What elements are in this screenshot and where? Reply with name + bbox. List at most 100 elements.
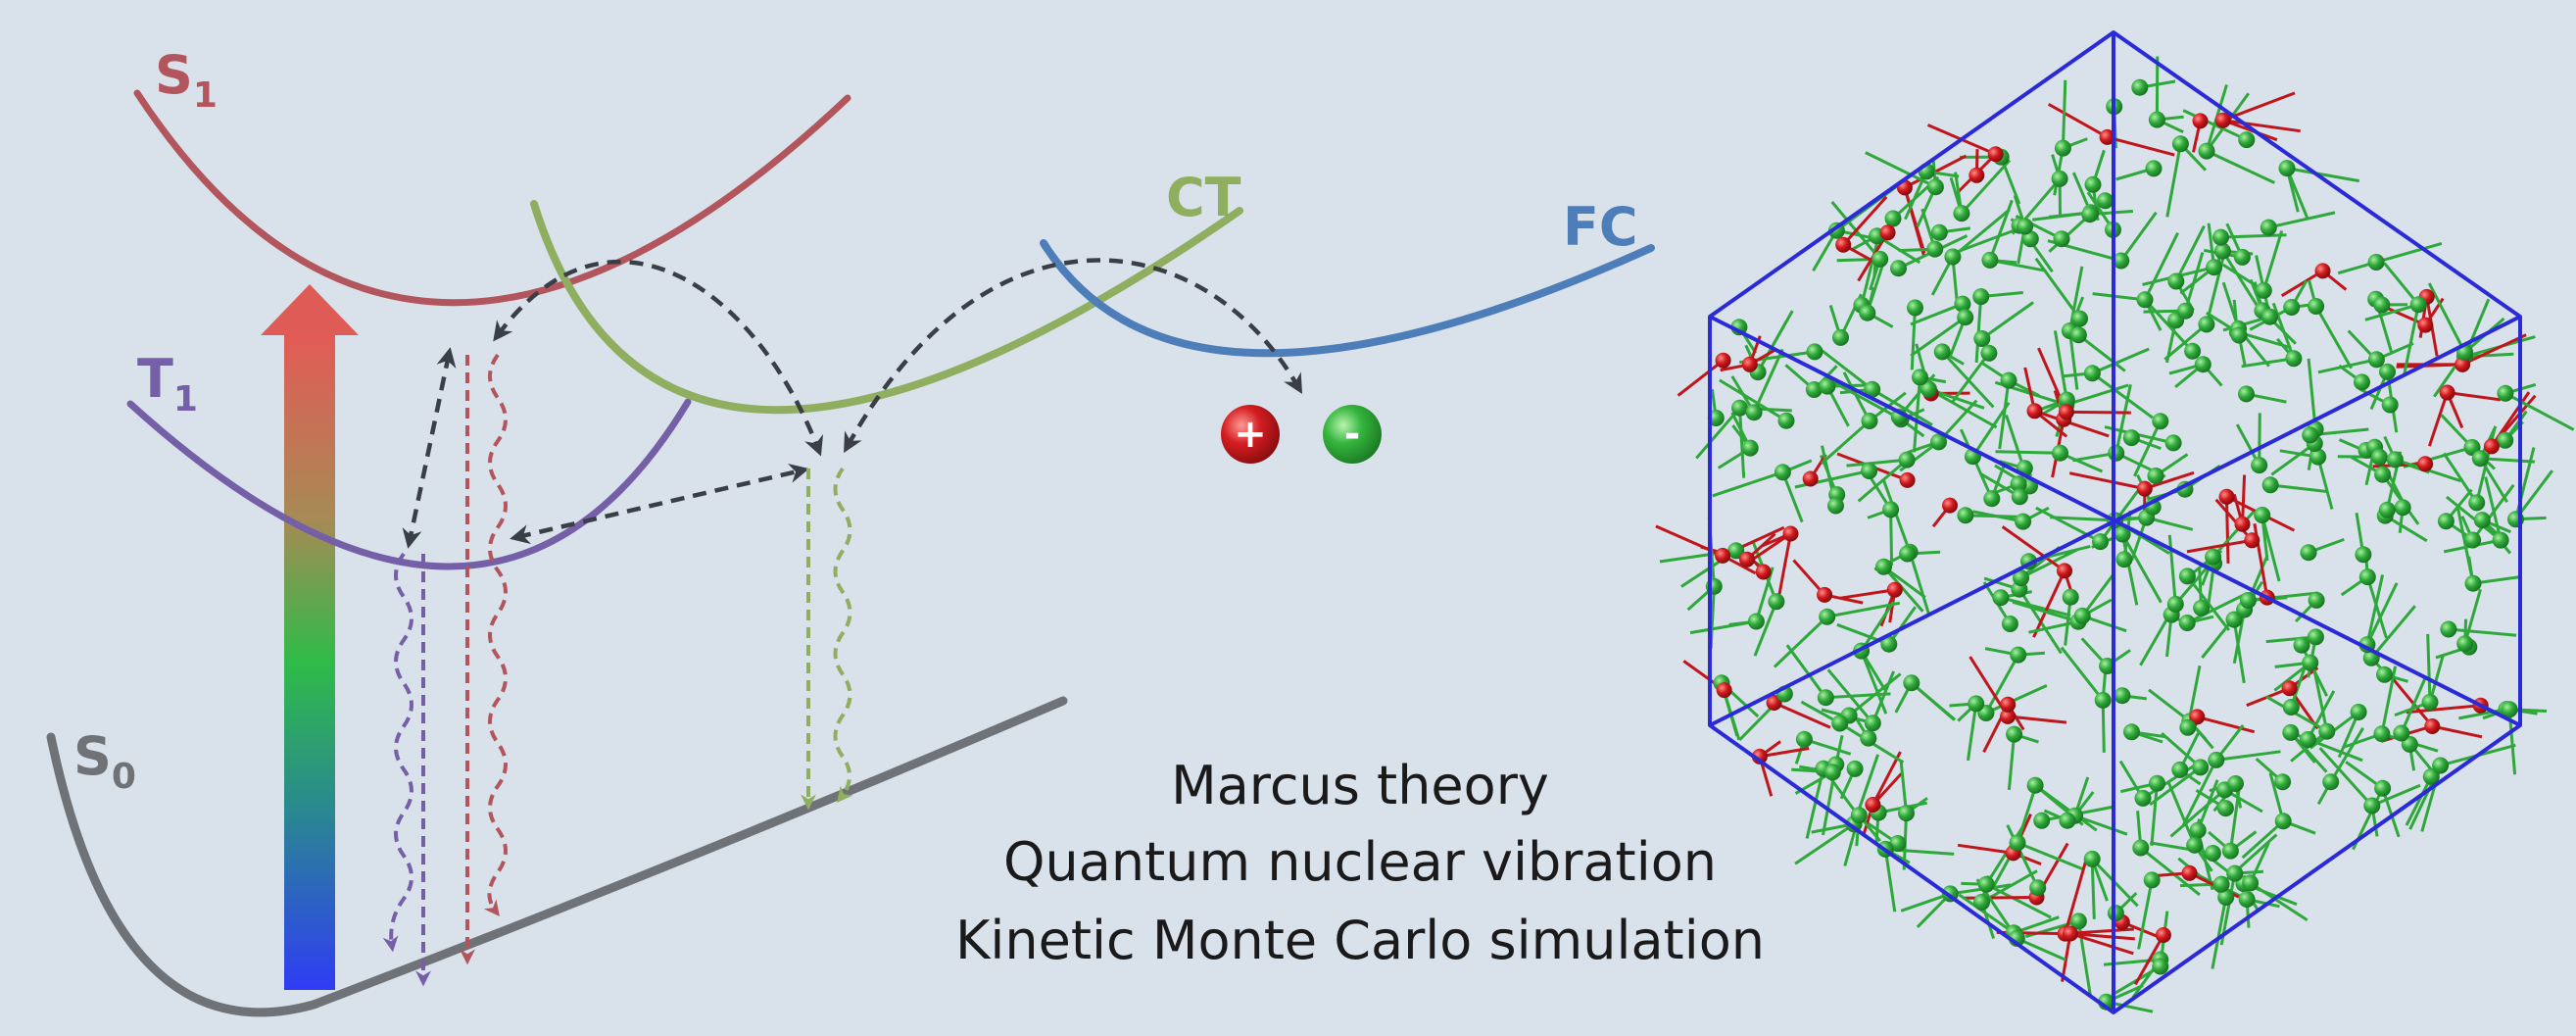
green-site-atom <box>2226 864 2244 882</box>
green-site-atom <box>2308 298 2325 315</box>
green-site-atom <box>2464 574 2482 592</box>
red-site-atom <box>1886 581 1903 598</box>
green-site-atom <box>2131 78 2149 96</box>
green-site-atom <box>1871 250 1889 268</box>
green-site-atom <box>1819 377 1836 395</box>
green-site-atom <box>2350 704 2367 720</box>
red-site-atom <box>2058 404 2074 420</box>
green-site-atom <box>2189 821 2207 839</box>
red-site-atom <box>1751 748 1768 765</box>
green-site-atom <box>2238 131 2256 149</box>
green-site-atom <box>2374 466 2392 483</box>
red-site-atom <box>1802 470 1819 487</box>
green-site-atom <box>1930 433 1947 451</box>
red-site-atom <box>2244 532 2260 549</box>
green-site-atom <box>2122 429 2140 447</box>
green-site-atom <box>2083 365 2101 382</box>
red-site-atom <box>1755 564 1772 580</box>
green-site-atom <box>1777 412 1795 429</box>
green-site-atom <box>1827 497 1844 515</box>
green-site-atom <box>2437 513 2454 530</box>
green-site-atom <box>2260 219 2277 236</box>
green-site-atom <box>1859 304 1876 321</box>
t1-label: T1 <box>137 348 198 419</box>
green-site-atom <box>2440 620 2457 638</box>
s1-decay-wavy <box>483 353 508 917</box>
green-site-atom <box>2278 160 2296 177</box>
green-site-atom <box>1805 381 1823 398</box>
green-site-atom <box>2421 693 2439 711</box>
green-site-atom <box>2293 636 2310 654</box>
molecule-cloud <box>1655 56 2575 1013</box>
red-site-atom <box>2099 128 2115 145</box>
green-site-atom <box>1823 764 1841 781</box>
green-site-atom <box>2059 812 2076 829</box>
red-site-atom <box>1739 551 1755 567</box>
green-site-atom <box>2113 252 2130 270</box>
green-site-atom <box>1973 330 1991 347</box>
green-site-atom <box>2145 160 2163 177</box>
green-site-atom <box>2166 595 2184 613</box>
green-site-atom <box>1832 328 1849 346</box>
green-site-atom <box>2238 385 2255 403</box>
red-site-atom <box>2214 112 2231 128</box>
green-site-atom <box>2148 111 2165 128</box>
green-site-atom <box>2164 434 2182 452</box>
green-site-atom <box>1972 288 1990 306</box>
green-site-atom <box>2123 723 2140 741</box>
green-site-atom <box>2386 451 2404 469</box>
green-site-atom <box>2193 599 2211 617</box>
green-site-atom <box>2308 591 2325 609</box>
green-site-atom <box>1954 295 1971 313</box>
caption-marcus: Marcus theory <box>1171 755 1549 816</box>
green-site-atom <box>2186 836 2204 854</box>
green-site-atom <box>2274 773 2292 791</box>
green-site-atom <box>2497 384 2514 402</box>
s1-ct-transfer-arrow <box>493 259 824 457</box>
green-site-atom <box>2058 391 2075 409</box>
t1-ct-transfer-arrow <box>510 463 809 545</box>
green-site-atom <box>2358 568 2376 586</box>
green-site-atom <box>1907 299 1923 317</box>
green-site-atom <box>2171 761 2189 778</box>
green-site-atom <box>2239 592 2257 609</box>
green-site-atom <box>1890 260 1907 277</box>
green-site-atom <box>2354 373 2370 391</box>
green-site-atom <box>1880 635 1898 653</box>
green-site-atom <box>2456 635 2474 653</box>
green-site-atom <box>2227 775 2244 792</box>
red-site-atom <box>2189 709 2206 725</box>
green-site-atom <box>1957 309 1974 326</box>
green-site-atom <box>1707 410 1725 426</box>
green-site-atom <box>2355 546 2372 564</box>
green-site-atom <box>2221 842 2239 860</box>
green-site-atom <box>2108 444 2125 462</box>
green-site-atom <box>2194 356 2211 373</box>
red-site-atom <box>1741 356 1758 372</box>
cube-edges <box>1708 30 2522 1014</box>
green-site-atom <box>2143 871 2161 889</box>
green-site-atom <box>1933 343 1951 361</box>
green-site-atom <box>2322 773 2340 791</box>
green-site-atom <box>2216 800 2234 817</box>
green-site-atom <box>2309 448 2327 466</box>
ct-fc-transfer-arrow <box>844 258 1303 454</box>
green-site-atom <box>2468 494 2486 512</box>
green-site-atom <box>1850 807 1868 824</box>
green-site-atom <box>2011 488 2028 506</box>
red-site-atom <box>2192 113 2209 129</box>
green-site-atom <box>2115 551 2133 568</box>
green-site-atom <box>2299 731 2316 748</box>
green-site-atom <box>2379 363 2396 380</box>
caption-kmc: Kinetic Monte Carlo simulation <box>955 910 1765 971</box>
green-site-atom <box>1983 490 2001 508</box>
green-site-atom <box>2073 607 2091 624</box>
negative-charge-icon: - <box>1323 405 1382 464</box>
red-site-atom <box>2026 403 2043 419</box>
green-site-atom <box>1899 545 1917 563</box>
green-site-atom <box>2225 611 2243 628</box>
green-site-atom <box>2282 699 2300 715</box>
red-site-atom <box>1715 547 1731 564</box>
green-site-atom <box>2084 175 2102 193</box>
green-site-atom <box>1912 369 1928 386</box>
